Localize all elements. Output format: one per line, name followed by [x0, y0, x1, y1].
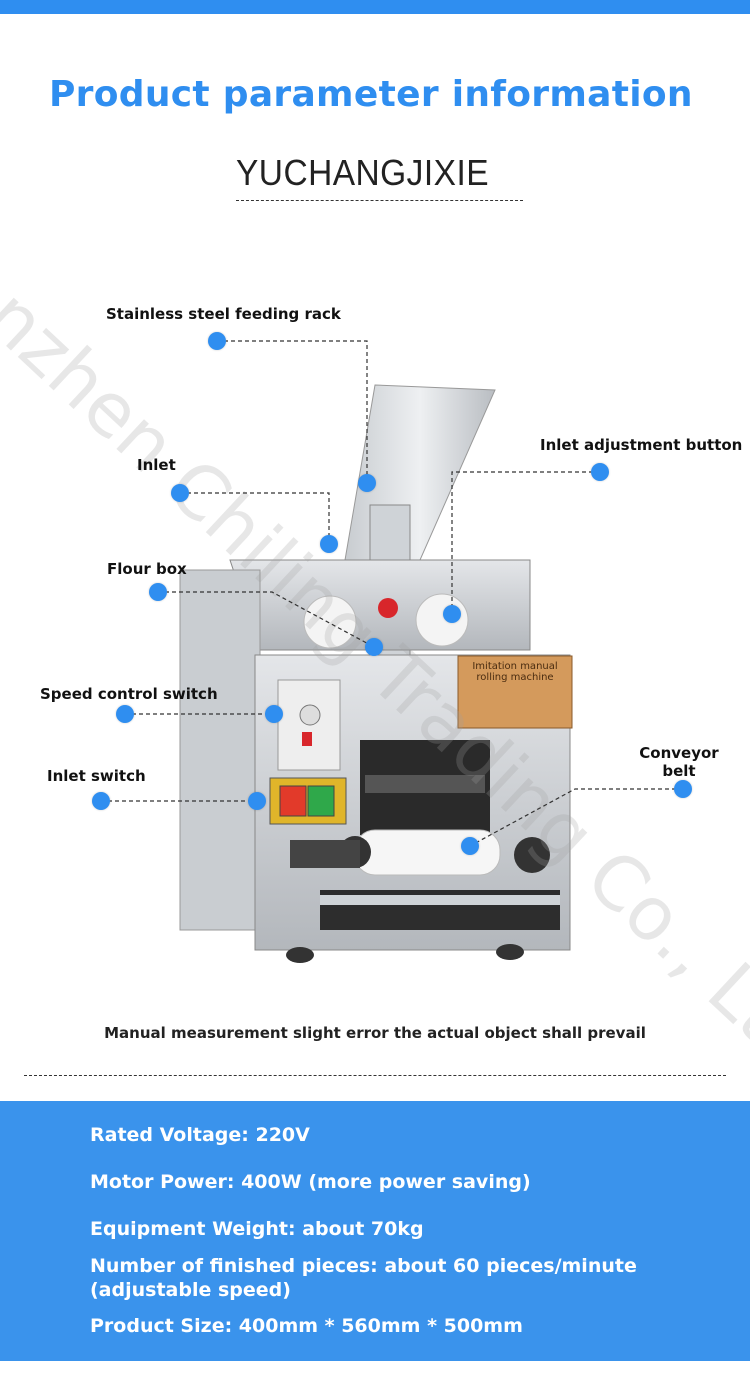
- callout-dot-inlet-adjustment[interactable]: [591, 463, 609, 481]
- label-conveyor-belt: Conveyor belt: [639, 744, 719, 780]
- callout-dot-conveyor-belt[interactable]: [674, 780, 692, 798]
- brand-name: YUCHANGJIXIE: [236, 152, 490, 193]
- callout-dot-feeding-rack[interactable]: [208, 332, 226, 350]
- plate-text-2: rolling machine: [476, 672, 553, 683]
- line-feeding-rack: [217, 340, 368, 483]
- callout-dot-flour-box-end[interactable]: [365, 638, 383, 656]
- callout-dot-inlet[interactable]: [171, 484, 189, 502]
- callout-lines: [101, 340, 683, 847]
- spec-motor-power: Motor Power: 400W (more power saving): [90, 1171, 531, 1193]
- adjust-knob-left: [303, 595, 357, 649]
- callout-dot-speed-control-end[interactable]: [265, 705, 283, 723]
- machine-illustration: Imitation manual rolling machine: [179, 384, 573, 963]
- label-inlet-switch: Inlet switch: [47, 767, 146, 785]
- red-knob: [378, 598, 398, 618]
- line-inlet-adjustment: [451, 471, 600, 614]
- callout-dot-inlet-switch[interactable]: [92, 792, 110, 810]
- label-flour-box: Flour box: [107, 560, 187, 578]
- spec-voltage: Rated Voltage: 220V: [90, 1124, 310, 1146]
- spec-weight: Equipment Weight: about 70kg: [90, 1218, 424, 1240]
- line-flour-box: [158, 591, 375, 648]
- callout-dot-flour-box[interactable]: [149, 583, 167, 601]
- callout-dot-feeding-rack-end[interactable]: [358, 474, 376, 492]
- bottom-strip: [0, 1361, 750, 1379]
- separator-line: [24, 1075, 726, 1076]
- callout-dot-inlet-adjustment-end[interactable]: [443, 605, 461, 623]
- line-inlet: [180, 492, 330, 544]
- label-feeding-rack: Stainless steel feeding rack: [106, 305, 341, 323]
- callout-dot-inlet-end[interactable]: [320, 535, 338, 553]
- measurement-note: Manual measurement slight error the actu…: [104, 1024, 646, 1042]
- callout-dot-conveyor-belt-end[interactable]: [461, 837, 479, 855]
- line-conveyor-belt: [469, 788, 683, 847]
- label-inlet-adjustment: Inlet adjustment button: [540, 436, 743, 454]
- plate-text-1: Imitation manual: [472, 661, 557, 672]
- specs-panel: Rated Voltage: 220V Motor Power: 400W (m…: [0, 1101, 750, 1379]
- name-plate: [457, 655, 573, 729]
- label-inlet: Inlet: [137, 456, 176, 474]
- page-title: Product parameter information: [49, 74, 693, 115]
- label-speed-control: Speed control switch: [40, 685, 218, 703]
- top-accent-bar: [0, 0, 750, 14]
- callout-dot-inlet-switch-end[interactable]: [248, 792, 266, 810]
- callout-dot-speed-control[interactable]: [116, 705, 134, 723]
- spec-size: Product Size: 400mm * 560mm * 500mm: [90, 1315, 523, 1337]
- brand-underline: [236, 200, 523, 201]
- spec-pieces: Number of finished pieces: about 60 piec…: [90, 1255, 637, 1301]
